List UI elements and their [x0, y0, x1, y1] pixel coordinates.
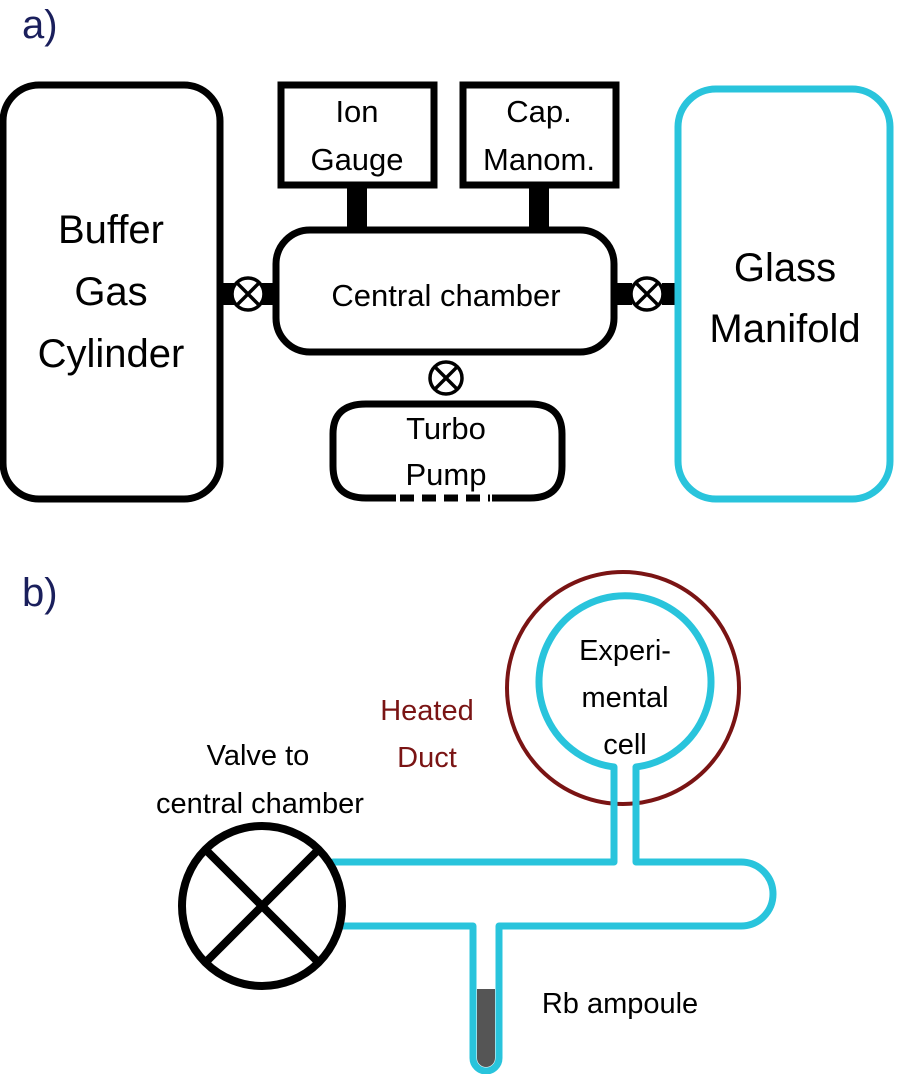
- valve-buffer-icon: [230, 276, 266, 312]
- cell-label-line3: cell: [603, 729, 647, 761]
- valve-turbo-icon: [428, 360, 464, 396]
- valve-icon: [178, 822, 346, 990]
- valve-label-line2: central chamber: [156, 788, 364, 820]
- cap-manom-label-line1: Cap.: [506, 94, 571, 129]
- ion-gauge: Ion Gauge: [277, 81, 438, 231]
- turbo-pump: Turbo Pump: [329, 400, 566, 502]
- right-connector: [614, 283, 632, 305]
- heated-duct-label-line2: Duct: [397, 742, 457, 774]
- glass-manifold-label-line2: Manifold: [709, 307, 860, 351]
- valve-manifold-icon: [629, 276, 665, 312]
- glass-manifold: Glass Manifold: [674, 85, 894, 503]
- cap-manometer: Cap. Manom.: [459, 81, 620, 231]
- cap-manom-label-line2: Manom.: [483, 142, 595, 177]
- turbo-pump-label-line2: Pump: [406, 457, 487, 492]
- heated-duct-label-line1: Heated: [380, 695, 474, 727]
- right-connector-b: [662, 283, 678, 305]
- glass-manifold-label-line1: Glass: [734, 246, 836, 290]
- central-chamber: Central chamber: [272, 226, 618, 356]
- glass-tubing: [329, 592, 777, 1074]
- valve-label-line1: Valve to: [207, 740, 310, 772]
- heated-duct-ring: [505, 570, 741, 806]
- buffer-gas-label-line2: Gas: [74, 270, 147, 314]
- turbo-pump-label-line1: Turbo: [406, 411, 486, 446]
- buffer-gas-label-line3: Cylinder: [38, 332, 185, 376]
- rb-ampoule-fill: [477, 989, 495, 1067]
- central-chamber-label: Central chamber: [331, 278, 560, 313]
- buffer-gas-label-line1: Buffer: [58, 208, 164, 252]
- left-connector: [220, 283, 234, 305]
- panel-b-label: b): [22, 571, 58, 615]
- ion-gauge-label-line2: Gauge: [310, 142, 403, 177]
- ion-gauge-label-line1: Ion: [335, 94, 378, 129]
- cell-label-line2: mental: [581, 682, 668, 714]
- buffer-gas-cylinder: Buffer Gas Cylinder: [0, 81, 224, 503]
- cell-label-line1: Experi-: [579, 635, 671, 667]
- panel-a-label: a): [22, 3, 58, 47]
- rb-ampoule-label: Rb ampoule: [542, 988, 698, 1020]
